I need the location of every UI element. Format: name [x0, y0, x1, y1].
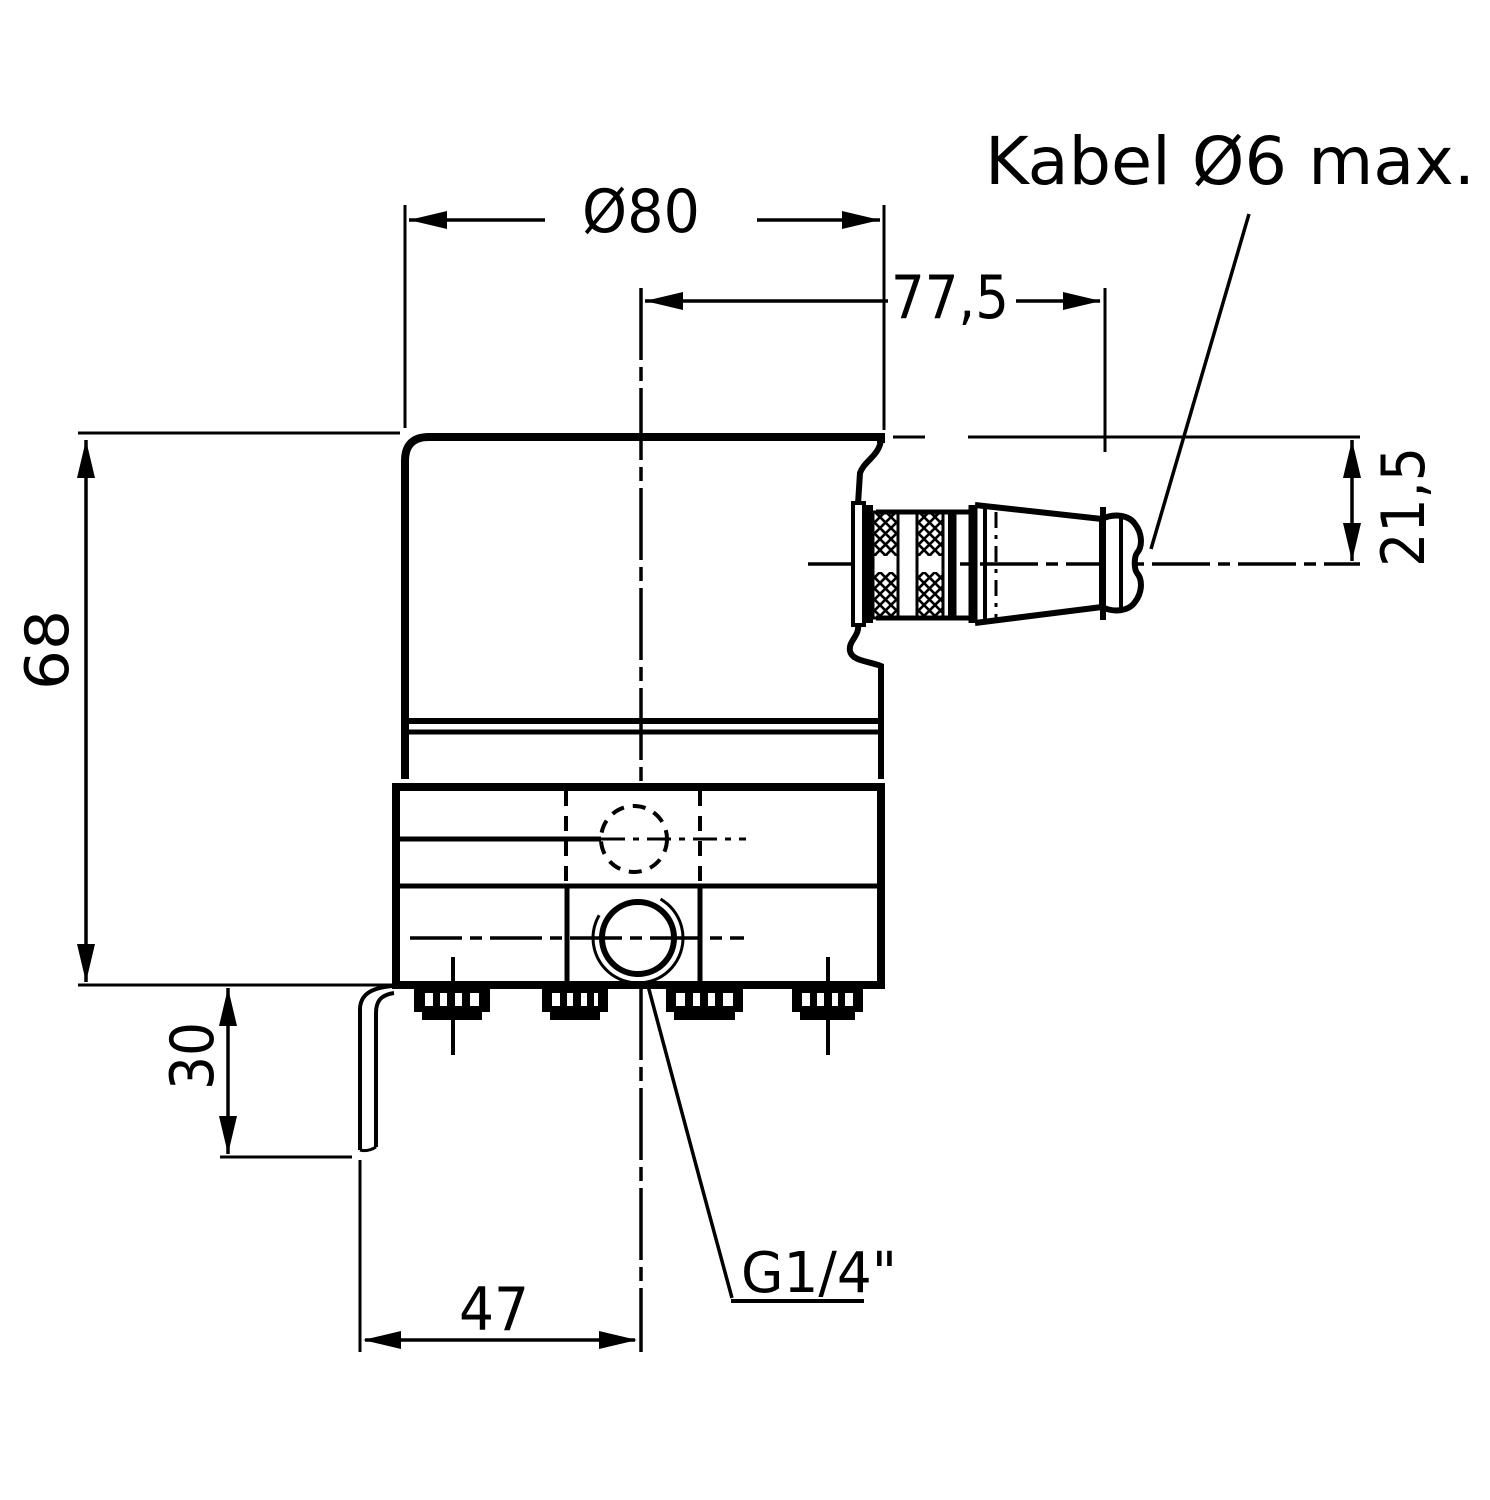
dim-connector-offset [893, 435, 1361, 561]
foot-3 [666, 988, 743, 1020]
dim-outer-diameter [403, 205, 886, 430]
port-callout [645, 981, 864, 1303]
mounting-feet [414, 957, 863, 1055]
cable-callout [1149, 213, 1251, 550]
arrow-up [219, 988, 237, 1026]
cable-label: Kabel Ø6 max. [985, 123, 1475, 200]
arrow-right [842, 211, 880, 229]
dim-port-distance-label: 47 [459, 1275, 529, 1345]
mounting-bracket [358, 984, 395, 1153]
connector-flange-dark [864, 505, 873, 623]
foot-2 [542, 988, 608, 1020]
arrow-down [219, 1116, 237, 1154]
dim-center-to-connector-label: 77,5 [891, 263, 1009, 333]
arrow-left [645, 292, 683, 310]
hidden-hole-circle [599, 804, 669, 874]
port-leader-line [645, 981, 734, 1299]
cone-bottom [974, 604, 1103, 626]
dim-bracket-depth [219, 988, 352, 1159]
arrow-left [409, 211, 447, 229]
cone-top [974, 502, 1103, 522]
body-right-lower [846, 623, 884, 779]
port-label: G1/4" [741, 1241, 897, 1306]
body-outline [401, 433, 885, 779]
bracket-outer [358, 984, 393, 1150]
arrow-down [1343, 523, 1361, 561]
bracket-inner [374, 991, 395, 1147]
arrow-up [77, 440, 95, 478]
arrow-down [77, 944, 95, 982]
dim-bracket-depth-label: 30 [158, 1022, 228, 1090]
knurl-gap-2 [918, 556, 942, 572]
dim-center-to-connector [645, 288, 1107, 452]
dim-connector-offset-label: 21,5 [1369, 447, 1439, 567]
port-thread-arc [591, 891, 685, 985]
arrow-right [1063, 292, 1101, 310]
knurl-gap-1 [874, 556, 897, 572]
body-right-upper [855, 439, 884, 505]
cable-leader-line [1149, 213, 1251, 550]
cable-connector [851, 501, 1144, 627]
connector-flange [851, 501, 866, 627]
sensor-body [392, 433, 885, 989]
arrow-left [363, 1331, 401, 1349]
arrow-right [599, 1331, 637, 1349]
dim-body-height-label: 68 [13, 610, 83, 690]
dim-body-height [77, 431, 400, 987]
dim-port-distance [358, 1160, 637, 1352]
dim-outer-diameter-label: Ø80 [582, 177, 700, 247]
bracket-end [359, 1145, 377, 1153]
arrow-up [1343, 440, 1361, 478]
connector-ring-1 [896, 510, 919, 620]
